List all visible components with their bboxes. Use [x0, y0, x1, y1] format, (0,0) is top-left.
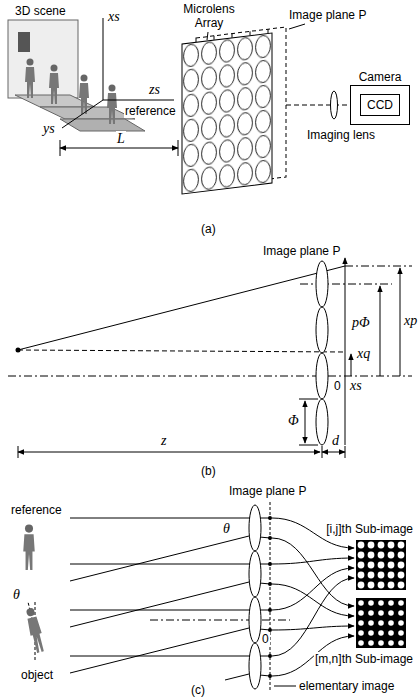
panel-label: (b)	[200, 464, 217, 478]
angle-label: θ	[222, 521, 231, 536]
reference-person	[23, 525, 35, 570]
object-person	[24, 607, 46, 654]
heading-label: [i,j]th Sub-image	[325, 522, 414, 536]
origin-label: 0	[261, 632, 270, 646]
dimension-label: pΦ	[351, 315, 371, 330]
heading-label: Camera	[358, 70, 403, 84]
leader-line	[207, 32, 208, 40]
dimension-label: Φ	[287, 413, 300, 428]
leader-line	[289, 24, 305, 29]
geometry-c	[28, 502, 354, 692]
panel-label: (c)	[190, 683, 206, 697]
part-label: object	[20, 668, 54, 682]
part-label: Image plane P	[228, 484, 307, 498]
optical-path	[286, 105, 350, 106]
part-label: reference	[10, 503, 63, 517]
axis-label: zs	[148, 82, 161, 97]
part-label: Microlens Array	[176, 2, 242, 30]
part-label: Imaging lens	[306, 128, 376, 142]
part-label: Image plane P	[262, 244, 341, 258]
dimension-label: xp	[403, 313, 418, 328]
ccd-sensor: CCD	[360, 94, 400, 116]
image-points	[268, 516, 272, 678]
dimension-label: z	[160, 433, 167, 448]
heading-label: [m,n]th Sub-image	[314, 652, 414, 666]
angle-label: θ	[12, 587, 21, 602]
microlens-array	[182, 33, 272, 194]
sub-image-grid: [i,j]th Sub-image	[310, 522, 414, 590]
axis-label: ys	[42, 121, 56, 136]
part-label: Image plane P	[288, 8, 367, 22]
object-point	[16, 348, 21, 353]
imaging-lens	[331, 91, 338, 119]
box-label: CCD	[361, 95, 399, 115]
sub-image-pictures	[356, 540, 406, 648]
axis-label: xs	[349, 378, 363, 393]
part-label: reference	[124, 104, 177, 118]
dimension-label: L	[116, 131, 126, 146]
dimension-label: d	[331, 433, 340, 448]
camera-body: CameraCCD	[350, 85, 410, 125]
geometry-b	[8, 258, 412, 458]
scene-label: 3D scene	[14, 4, 67, 18]
panel-label: (a)	[200, 222, 217, 236]
part-label: elementary image	[298, 679, 395, 693]
axis-label: xs	[107, 9, 121, 24]
dimension-label: xq	[356, 346, 371, 361]
sub-image-grid: [m,n]th Sub-image	[310, 598, 414, 666]
origin-label: 0	[333, 379, 342, 393]
